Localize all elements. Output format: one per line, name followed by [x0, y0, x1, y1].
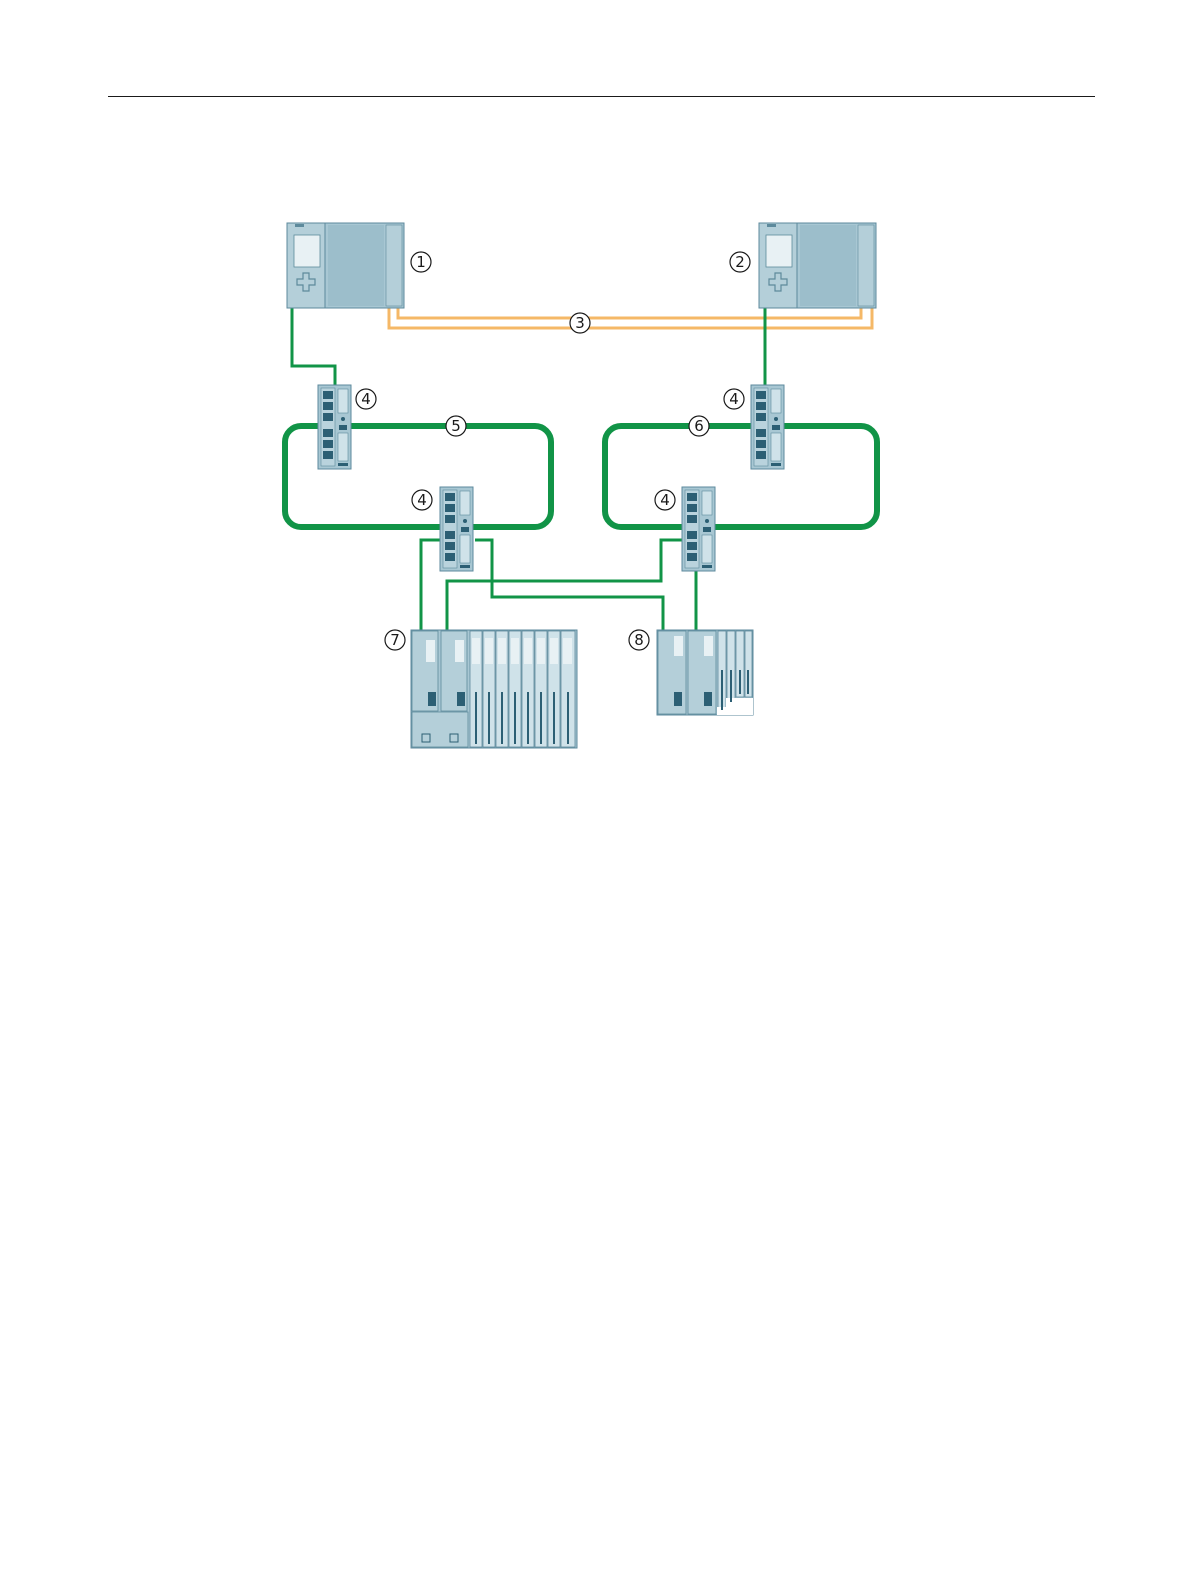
- plc-cpu-icon: [287, 223, 404, 308]
- network-switch-icon: [318, 385, 351, 469]
- callout-switch-top-left: 4: [356, 389, 376, 409]
- svg-text:4: 4: [361, 390, 371, 408]
- svg-text:2: 2: [735, 253, 745, 271]
- network-switch-icon: [682, 487, 715, 571]
- callout-io-station-8: 8: [629, 630, 649, 650]
- callout-ring-right: 6: [689, 416, 709, 436]
- ring-right: [605, 426, 877, 527]
- callout-cpu-2: 2: [730, 252, 750, 272]
- svg-text:1: 1: [416, 253, 426, 271]
- callout-io-station-7: 7: [385, 630, 405, 650]
- svg-text:4: 4: [660, 491, 670, 509]
- svg-text:8: 8: [634, 631, 644, 649]
- profinet-connections: [292, 307, 765, 632]
- callout-ring-left: 5: [446, 416, 466, 436]
- callout-sync-connection: 3: [570, 313, 590, 333]
- cpu1-to-switch-line: [292, 307, 335, 387]
- svg-text:3: 3: [575, 314, 585, 332]
- distributed-io-icon: [657, 630, 753, 715]
- network-switch-icon: [751, 385, 784, 469]
- network-switch-icon: [440, 487, 473, 571]
- callout-cpu-1: 1: [411, 252, 431, 272]
- svg-text:5: 5: [451, 417, 461, 435]
- switch-br-to-station7-b: [447, 540, 686, 632]
- callout-switch-bottom-right: 4: [655, 490, 675, 510]
- distributed-io-icon: [411, 630, 577, 748]
- svg-text:7: 7: [390, 631, 400, 649]
- svg-text:6: 6: [694, 417, 704, 435]
- svg-text:4: 4: [729, 390, 739, 408]
- svg-text:4: 4: [417, 491, 427, 509]
- sync-line-inner: [398, 307, 861, 318]
- sync-connection: [389, 307, 872, 328]
- plc-cpu-icon: [759, 223, 876, 308]
- switch-bl-to-station8: [475, 540, 663, 632]
- callout-switch-bottom-left: 4: [412, 490, 432, 510]
- callout-switch-top-right: 4: [724, 389, 744, 409]
